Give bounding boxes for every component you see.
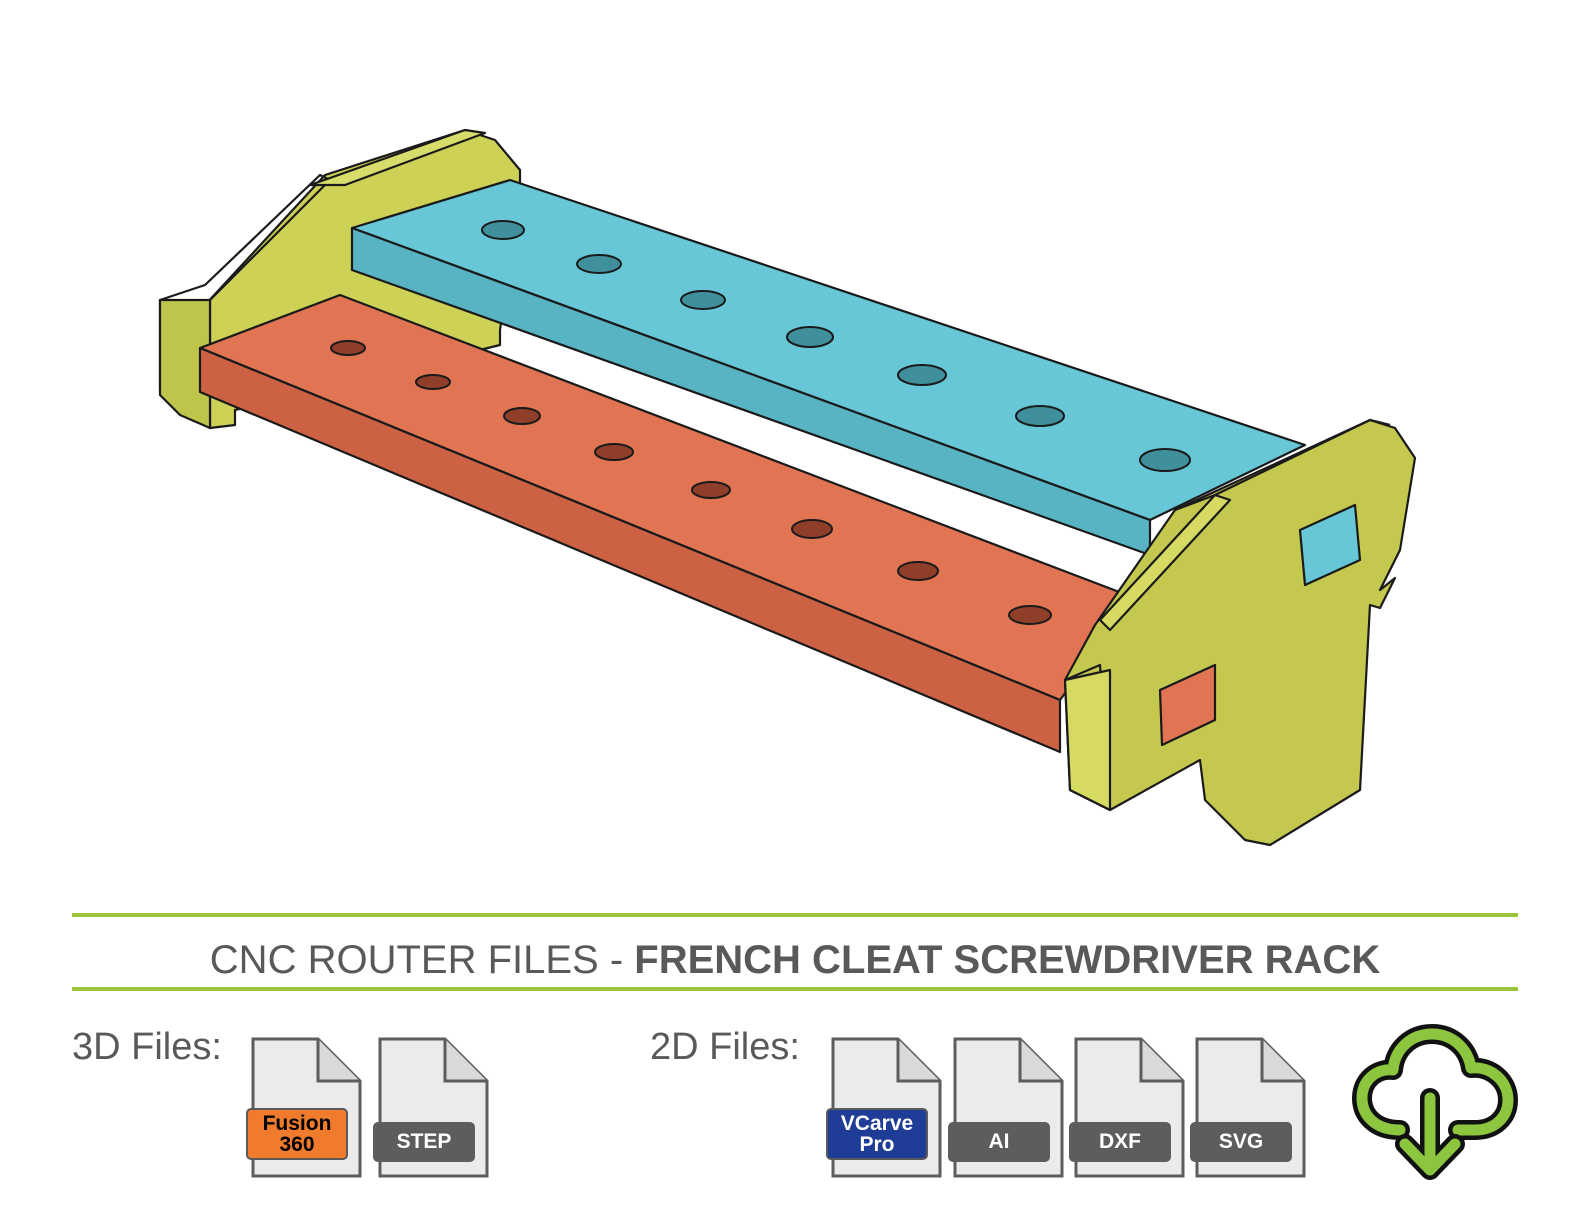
bottom-shelf-front <box>198 346 1062 754</box>
bottom-divider <box>72 987 1518 991</box>
rack-3d-render <box>158 128 1417 847</box>
files-2d-label: 2D Files: <box>650 1026 800 1068</box>
dxf-file[interactable]: DXF <box>1069 1036 1189 1182</box>
ai-file[interactable]: AI <box>948 1036 1068 1182</box>
page-title: CNC ROUTER FILES - FRENCH CLEAT SCREWDRI… <box>209 938 1381 982</box>
top-divider <box>72 913 1518 917</box>
files-3d-label: 3D Files: <box>72 1026 222 1068</box>
cloud-download-icon[interactable] <box>1350 1020 1520 1190</box>
svg-file[interactable]: SVG <box>1190 1036 1310 1182</box>
step-file[interactable]: STEP <box>373 1036 493 1182</box>
